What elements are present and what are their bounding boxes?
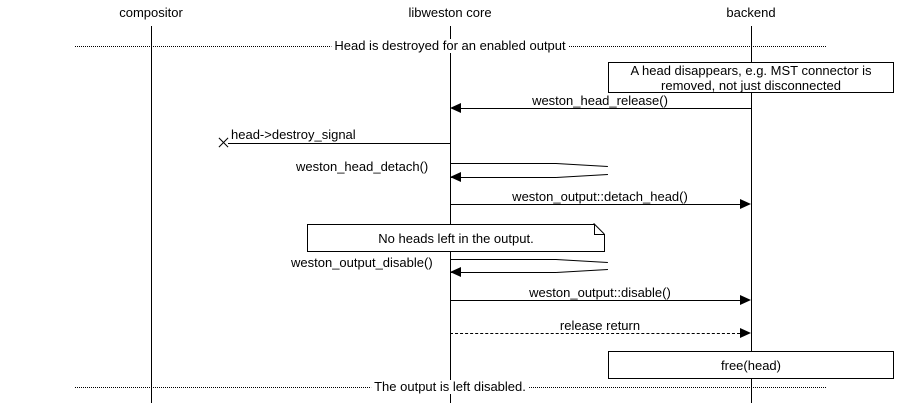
separator-label-top: Head is destroyed for an enabled output <box>331 39 569 53</box>
note-folded-corner-icon <box>594 224 605 235</box>
message-line-weston-output-disable <box>450 300 740 301</box>
message-line-head-destroy-signal <box>228 143 450 144</box>
message-arrowhead-release-return <box>740 328 751 338</box>
lifeline-line-libweston-core <box>450 26 451 403</box>
lifeline-line-compositor <box>151 26 152 403</box>
message-label-weston-output-detach-head: weston_output::detach_head() <box>510 189 690 204</box>
note-head-disappears-text: A head disappears, e.g. MST connector is… <box>630 62 872 93</box>
message-label-release-return: release return <box>557 318 643 333</box>
lifeline-header-backend: backend <box>726 5 776 20</box>
message-line-weston-output-detach-head <box>450 204 740 205</box>
lost-message-x-icon <box>217 137 228 148</box>
note-free-head-text: free(head) <box>721 357 781 373</box>
separator-label-bottom: The output is left disabled. <box>371 380 529 394</box>
note-no-heads-left: No heads left in the output. <box>307 224 605 252</box>
message-label-weston-output-disable: weston_output::disable() <box>527 285 673 300</box>
note-no-heads-left-text: No heads left in the output. <box>378 230 534 246</box>
message-label-weston-output-disable-call: weston_output_disable() <box>289 255 435 270</box>
message-label-weston-head-release: weston_head_release() <box>530 93 670 108</box>
self-message-arrowhead-weston-output-disable <box>450 267 461 277</box>
note-head-disappears: A head disappears, e.g. MST connector is… <box>608 62 894 93</box>
self-message-arrowhead-weston-head-detach <box>450 172 461 182</box>
lifeline-header-compositor: compositor <box>119 5 183 20</box>
note-free-head: free(head) <box>608 351 894 379</box>
message-line-release-return <box>450 333 740 334</box>
message-line-weston-head-release <box>461 108 751 109</box>
message-label-head-destroy-signal: head->destroy_signal <box>229 127 358 142</box>
message-arrowhead-weston-output-detach-head <box>740 199 751 209</box>
lifeline-line-backend <box>751 26 752 403</box>
message-label-weston-head-detach: weston_head_detach() <box>294 159 431 174</box>
lifeline-header-libweston-core: libweston core <box>408 5 492 20</box>
message-arrowhead-weston-head-release <box>450 103 461 113</box>
message-arrowhead-weston-output-disable <box>740 295 751 305</box>
